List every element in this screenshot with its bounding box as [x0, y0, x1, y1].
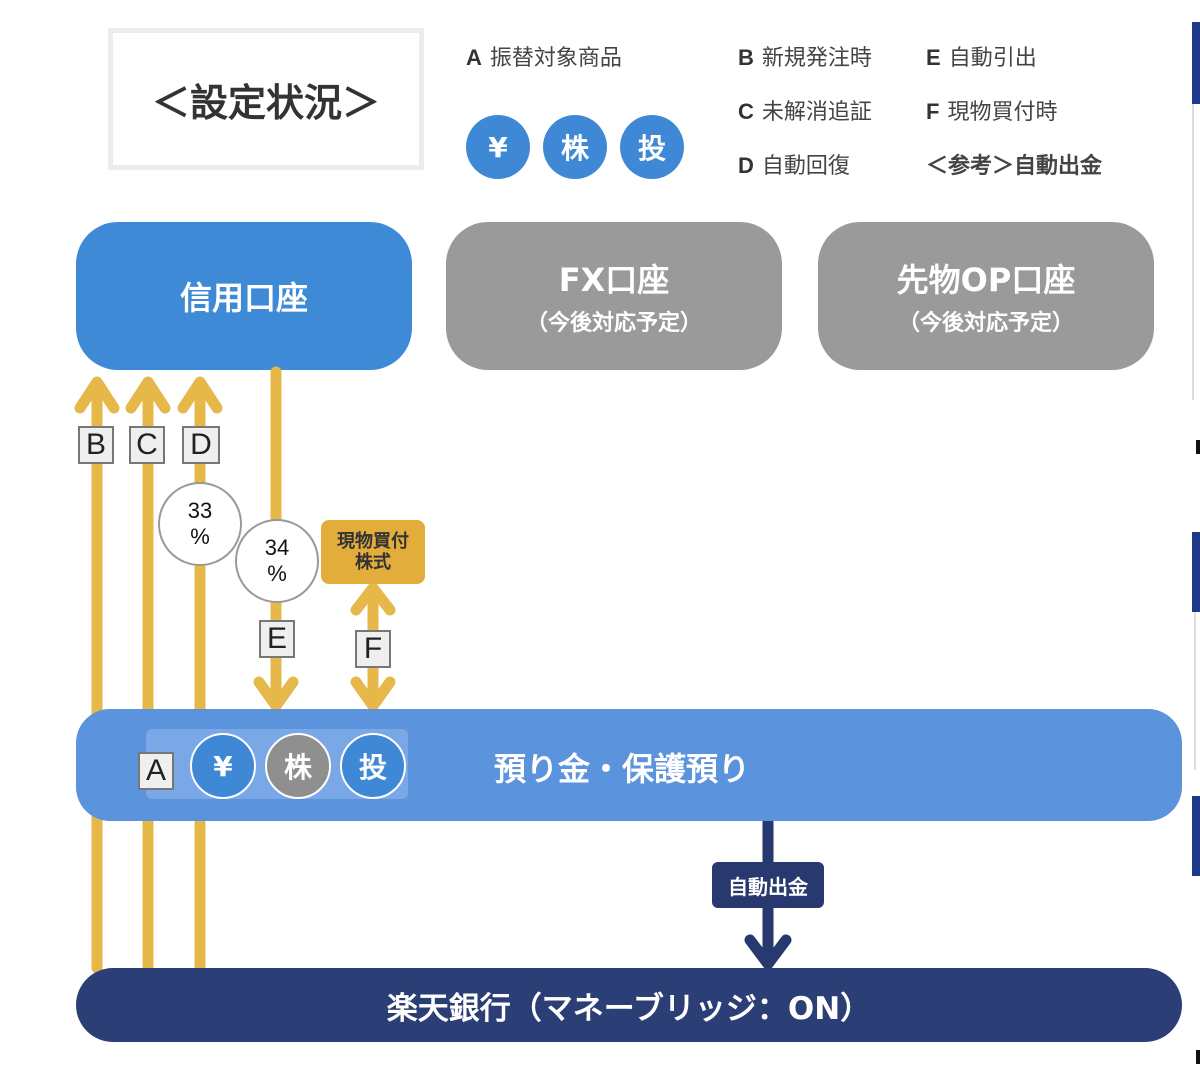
label-b: B: [78, 426, 114, 464]
e-percent-unit: %: [267, 561, 287, 586]
e-percent-value: 34: [264, 535, 290, 560]
label-e: E: [259, 620, 295, 658]
stock-icon: 株: [265, 733, 331, 799]
arrow-d: [177, 376, 223, 974]
cash-stock-tag-line1: 現物買付: [337, 531, 409, 552]
bank-bar: 楽天銀行（マネーブリッジ：ON）: [76, 968, 1182, 1042]
d-percent-circle: 33 %: [158, 482, 242, 566]
futures-account-box: 先物OP口座 （今後対応予定）: [818, 222, 1154, 370]
cash-stock-tag-line2: 株式: [355, 552, 391, 573]
margin-account-box: 信用口座: [76, 222, 412, 370]
legend-reference: ＜参考＞自動出金: [926, 154, 1103, 179]
deposit-label: 預り金・保護預り: [494, 750, 751, 788]
cash-stock-tag: 現物買付 株式: [321, 520, 425, 584]
cropped-panel-border-1: [1192, 104, 1194, 400]
label-c: C: [129, 426, 165, 464]
d-percent-value: 33: [187, 498, 213, 523]
bank-label: 楽天銀行（マネーブリッジ：ON）: [386, 990, 872, 1027]
auto-withdraw-tag: 自動出金: [712, 862, 824, 908]
cropped-mark-1: [1196, 440, 1200, 454]
d-percent-unit: %: [190, 524, 210, 549]
yen-icon: ¥: [466, 115, 530, 179]
fx-account-note: （今後対応予定）: [525, 311, 702, 336]
label-d: D: [182, 426, 220, 464]
fund-icon: 投: [340, 733, 406, 799]
arrow-b: [74, 376, 120, 974]
settings-title: ＜設定状況＞: [108, 28, 424, 170]
fx-account-box: FX口座 （今後対応予定）: [446, 222, 782, 370]
stock-icon: 株: [543, 115, 607, 179]
cropped-panel-header-3: [1192, 796, 1200, 876]
label-f: F: [355, 630, 391, 668]
cropped-mark-2: [1196, 1050, 1200, 1064]
futures-account-note: （今後対応予定）: [897, 311, 1074, 336]
e-percent-circle: 34 %: [235, 519, 319, 603]
label-a: A: [138, 752, 174, 790]
cropped-panel-header-1: [1192, 22, 1200, 104]
fx-account-label: FX口座: [558, 261, 670, 299]
margin-account-label: 信用口座: [179, 279, 308, 317]
yen-icon: ¥: [190, 733, 256, 799]
futures-account-label: 先物OP口座: [896, 261, 1076, 299]
cropped-panel-header-2: [1192, 532, 1200, 612]
arrow-c: [125, 376, 171, 974]
cropped-panel-border-2: [1194, 612, 1196, 770]
fund-icon: 投: [620, 115, 684, 179]
